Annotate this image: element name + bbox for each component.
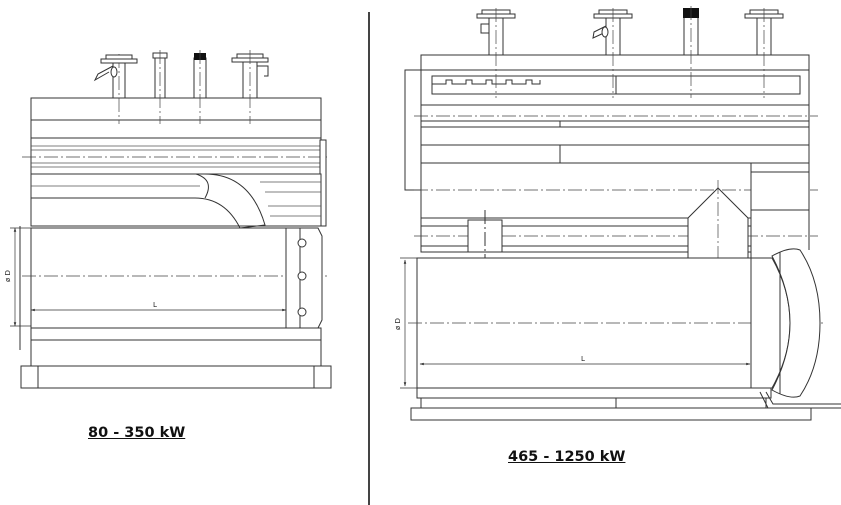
left-length-label: L xyxy=(153,301,157,309)
right-flue-outlet xyxy=(750,171,810,211)
left-nozzle-1 xyxy=(93,54,138,124)
left-diameter-label: ø D xyxy=(4,270,12,282)
left-boiler-view: ø D L xyxy=(4,50,332,389)
left-flue-duct xyxy=(31,173,266,229)
left-main-shell xyxy=(30,227,288,329)
right-diameter-label: ø D xyxy=(394,318,402,330)
right-base-frame xyxy=(416,387,772,399)
left-top-casing xyxy=(30,97,322,121)
right-front-dome xyxy=(771,248,821,398)
left-nozzle-4 xyxy=(231,50,269,124)
left-base-frame xyxy=(30,327,322,367)
left-nozzle-2 xyxy=(152,50,168,124)
right-boiler-view: ø D L xyxy=(394,6,841,421)
right-length-label: L xyxy=(581,355,585,363)
left-caption: 80 - 350 kW xyxy=(88,425,186,441)
right-nozzle-1 xyxy=(476,8,516,98)
left-tube-bank xyxy=(30,137,322,175)
left-nozzle-3 xyxy=(193,50,207,124)
right-caption: 465 - 1250 kW xyxy=(508,449,626,465)
right-flue-section xyxy=(420,162,752,219)
right-nozzle-2 xyxy=(592,8,633,98)
right-nozzle-4 xyxy=(744,8,784,98)
right-drain-pipe xyxy=(759,391,841,409)
right-nozzle-3 xyxy=(683,6,699,98)
